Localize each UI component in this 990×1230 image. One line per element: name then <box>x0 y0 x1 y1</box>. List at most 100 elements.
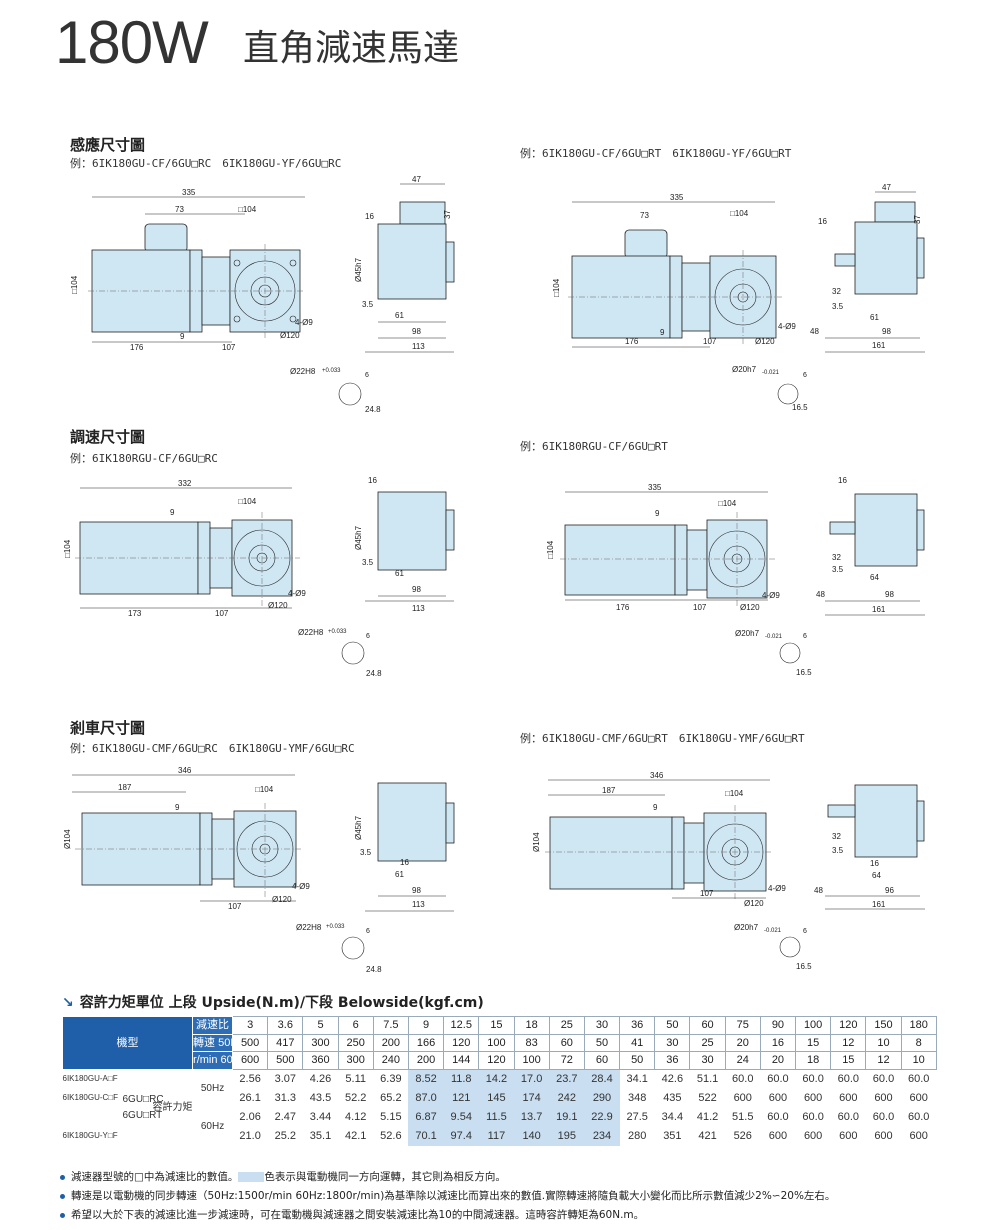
torque60-kgf-cell: 280 <box>628 1130 647 1142</box>
speed50-cell: 200 <box>372 1033 409 1052</box>
svg-text:4-Ø9: 4-Ø9 <box>292 882 310 891</box>
sensing-example-left: 例：6IK180GU-CF/6GU□RC 6IK180GU-YF/6GU□RC <box>70 157 342 170</box>
ratio-cell: 36 <box>619 1016 656 1035</box>
speed-rc-drawing: 332 9 □104 □104 173 107 Ø120 4-Ø9 16 Ø45… <box>63 476 455 678</box>
svg-text:4-Ø9: 4-Ø9 <box>295 318 313 327</box>
svg-text:4-Ø9: 4-Ø9 <box>288 589 306 598</box>
speed50-cell: 60 <box>548 1033 585 1052</box>
svg-text:□104: □104 <box>718 499 737 508</box>
svg-text:9: 9 <box>660 328 665 337</box>
torque50-nm-cell: 2.56 <box>239 1073 261 1085</box>
speed50-cell: 100 <box>478 1033 515 1052</box>
torque60-nm-cell: 60.0 <box>872 1111 895 1123</box>
svg-text:9: 9 <box>170 508 175 517</box>
torque50-kgf-cell: 290 <box>584 1088 620 1108</box>
torque50-nm-cell: 60.0 <box>837 1073 860 1085</box>
torque60-kgf-cell: 600 <box>768 1130 788 1142</box>
svg-text:73: 73 <box>175 205 184 214</box>
svg-text:64: 64 <box>870 573 879 582</box>
speed60-cell: 72 <box>548 1051 585 1070</box>
svg-text:24.8: 24.8 <box>366 965 382 974</box>
torque50-nm-cell: 34.1 <box>626 1073 648 1085</box>
ratio-cell: 7.5 <box>372 1016 409 1035</box>
svg-text:6: 6 <box>803 928 807 935</box>
torque50-nm-cell: 6.39 <box>380 1073 402 1085</box>
svg-text:-0.021: -0.021 <box>765 634 783 640</box>
svg-text:113: 113 <box>412 900 425 909</box>
svg-text:61: 61 <box>395 569 404 578</box>
torque50-nm-cell: 60.0 <box>732 1073 754 1085</box>
svg-text:335: 335 <box>648 483 662 492</box>
note-1: 減速器型號的□中為減速比的數值。色表示與電動機同一方向運轉，其它則為相反方向。 <box>60 1168 835 1187</box>
svg-text:16: 16 <box>838 476 847 485</box>
torque50-kgf-cell: 348 <box>628 1092 647 1104</box>
svg-text:+0.033: +0.033 <box>328 629 347 635</box>
svg-text:16: 16 <box>365 212 374 221</box>
torque50-kgf-cell: 600 <box>733 1092 752 1104</box>
torque60-kgf-cell: 52.6 <box>380 1130 402 1142</box>
speed60-cell: 10 <box>900 1051 937 1070</box>
svg-text:24.8: 24.8 <box>366 669 382 678</box>
model-title: 180W <box>55 9 209 76</box>
torque60-nm-cell: 60.0 <box>767 1111 789 1123</box>
svg-text:61: 61 <box>395 870 404 879</box>
speed60-cell: 30 <box>689 1051 726 1070</box>
torque50-kgf-cell: 26.1 <box>239 1092 261 1104</box>
speed60-cell: 60 <box>583 1051 621 1070</box>
speed60-cell: 100 <box>513 1051 550 1070</box>
svg-text:Ø20h7: Ø20h7 <box>732 365 757 374</box>
svg-text:176: 176 <box>616 603 630 612</box>
svg-text:□104: □104 <box>725 789 744 798</box>
speed50-cell: 120 <box>443 1033 480 1052</box>
torque60-kgf-cell: 21.0 <box>239 1130 261 1142</box>
svg-text:98: 98 <box>412 886 421 895</box>
svg-text:-0.021: -0.021 <box>762 370 780 376</box>
torque50-nm-cell: 42.6 <box>661 1073 684 1085</box>
torque50-kgf-cell: 522 <box>698 1092 717 1104</box>
svg-text:113: 113 <box>412 604 425 613</box>
speed50-cell: 8 <box>900 1033 937 1052</box>
torque50-nm-cell: 60.0 <box>872 1073 895 1085</box>
svg-text:Ø104: Ø104 <box>63 829 72 849</box>
speed60-cell: 240 <box>372 1051 409 1070</box>
speed50-cell: 16 <box>759 1033 797 1052</box>
ratio-cell: 50 <box>654 1016 691 1035</box>
svg-text:3.5: 3.5 <box>832 565 844 574</box>
svg-text:98: 98 <box>885 590 894 599</box>
speed-example-right: 例：6IK180RGU-CF/6GU□RT <box>520 440 668 453</box>
torque50-kgf-cell: 31.3 <box>274 1092 297 1104</box>
ratio-header: 減速比 <box>192 1016 234 1035</box>
torque60-nm-cell: 6.87 <box>408 1107 444 1127</box>
speed60-cell: 300 <box>337 1051 374 1070</box>
torque60-kgf-cell: 35.1 <box>309 1130 332 1142</box>
torque-label: 容許力矩 <box>152 1101 193 1113</box>
note-2: 轉速是以電動機的同步轉速（50Hz:1500r/min 60Hz:1800r/m… <box>60 1187 835 1206</box>
svg-text:24.8: 24.8 <box>365 405 381 414</box>
torque60-nm-cell: 60.0 <box>802 1111 824 1123</box>
torque50-kgf-cell: 145 <box>478 1088 515 1108</box>
svg-text:6: 6 <box>366 633 370 640</box>
speed50-cell: 20 <box>724 1033 761 1052</box>
torque60-nm-cell: 11.5 <box>478 1107 515 1127</box>
hz50-header: 轉速 50Hz <box>192 1033 244 1052</box>
torque60-kgf-cell: 600 <box>874 1130 893 1142</box>
svg-text:48: 48 <box>814 886 823 895</box>
brake-example-right: 例：6IK180GU-CMF/6GU□RT 6IK180GU-YMF/6GU□R… <box>520 732 805 745</box>
speed50-cell: 166 <box>407 1033 445 1052</box>
sensing-rc-drawing: 335 73 □104 □104 176 9 107 Ø120 4-Ø9 47 … <box>70 175 455 414</box>
torque50-nm-cell: 14.2 <box>478 1069 515 1089</box>
speed60-cell: 500 <box>267 1051 304 1070</box>
torque50-kgf-cell: 174 <box>514 1088 550 1108</box>
svg-text:107: 107 <box>215 609 229 618</box>
svg-text:161: 161 <box>872 900 886 909</box>
model-y: 6IK180GU-Y□F <box>62 1131 118 1140</box>
ratio-cell: 18 <box>513 1016 550 1035</box>
torque50-nm-cell: 51.1 <box>696 1073 719 1085</box>
svg-text:-0.021: -0.021 <box>764 928 782 934</box>
svg-text:Ø22H8: Ø22H8 <box>296 923 322 932</box>
torque50-kgf-cell: 600 <box>839 1092 858 1104</box>
torque60-nm-cell: 51.5 <box>732 1111 754 1123</box>
svg-text:16.5: 16.5 <box>792 403 808 412</box>
ratio-cell: 100 <box>795 1016 832 1035</box>
speed60-cell: 36 <box>654 1051 691 1070</box>
